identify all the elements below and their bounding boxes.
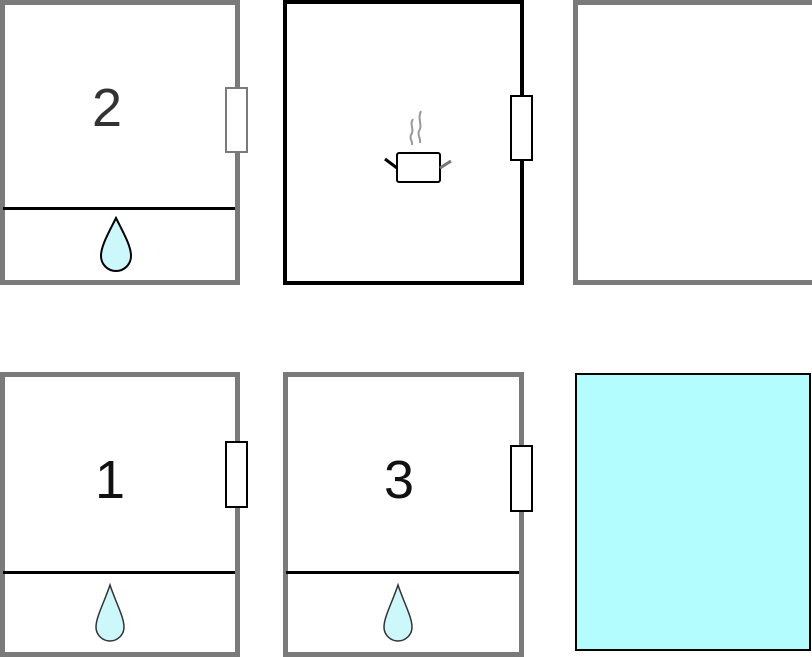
divider-line — [3, 571, 235, 574]
cell-water-filled[interactable] — [575, 373, 811, 651]
water-drop-icon — [383, 583, 413, 642]
water-drop-icon — [99, 216, 133, 272]
door-handle[interactable] — [225, 87, 248, 153]
cell-empty[interactable] — [573, 0, 812, 285]
cell-number: 1 — [94, 450, 126, 510]
door-handle[interactable] — [225, 441, 248, 508]
divider-line — [3, 207, 235, 210]
cell-number: 2 — [91, 78, 123, 138]
cell-number: 3 — [383, 450, 415, 510]
door-handle[interactable] — [510, 445, 533, 512]
water-drop-icon — [95, 583, 125, 642]
cooking-pot-icon — [384, 110, 452, 183]
door-handle[interactable] — [510, 95, 533, 161]
cell-cooking[interactable] — [283, 0, 524, 285]
divider-line — [286, 571, 519, 574]
